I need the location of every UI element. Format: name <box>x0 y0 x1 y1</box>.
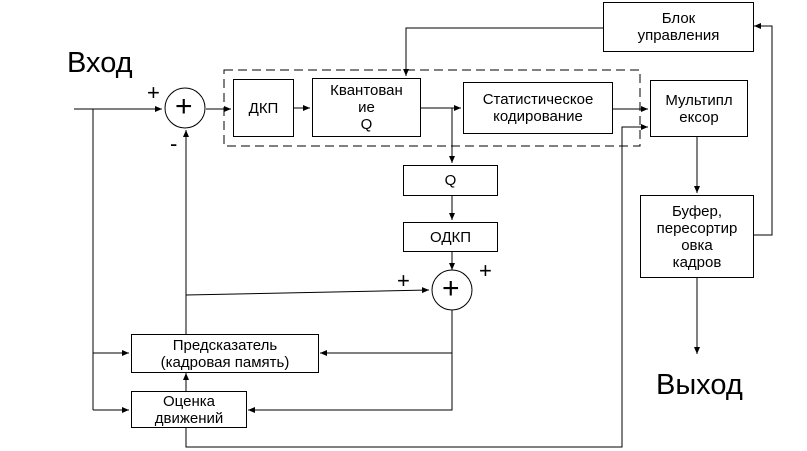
motion-estimation-label: Оценка движений <box>154 392 224 427</box>
input-sum-plus-sign: + <box>147 80 160 105</box>
reconstruction-sum-left-plus-sign: + <box>397 268 410 293</box>
output-label: Выход <box>656 369 743 401</box>
idct-block: ОДКП <box>403 222 498 252</box>
predictor-block: Предсказатель (кадровая память) <box>131 334 319 373</box>
buffer-block: Буфер, пересортир овка кадров <box>640 195 754 278</box>
quantization-label: Квантован ие Q <box>330 82 403 133</box>
quantization-block: Квантован ие Q <box>312 78 421 137</box>
reconstruction-summing-node <box>431 269 473 311</box>
inverse-quantization-label: Q <box>444 172 457 189</box>
idct-label: ОДКП <box>429 228 471 246</box>
input-label: Вход <box>67 47 133 79</box>
multiplexer-label: Мультипл ексор <box>665 91 733 126</box>
buffer-label: Буфер, пересортир овка кадров <box>656 202 738 271</box>
entropy-coding-block: Статистическое кодирование <box>463 82 613 134</box>
entropy-coding-label: Статистическое кодирование <box>482 91 594 125</box>
dct-block: ДКП <box>233 79 294 137</box>
input-summing-node <box>164 87 206 129</box>
dct-label: ДКП <box>248 99 279 117</box>
input-sum-plus-glyph: + <box>175 90 193 123</box>
reconstruction-sum-plus-glyph: + <box>442 272 460 305</box>
inverse-quantization-block: Q <box>403 165 498 196</box>
reconstruction-sum-right-plus-sign: + <box>479 258 492 283</box>
control-unit-block: Блок управления <box>603 2 754 52</box>
motion-estimation-block: Оценка движений <box>131 391 247 428</box>
control-unit-label: Блок управления <box>637 10 720 44</box>
predictor-label: Предсказатель (кадровая память) <box>160 336 290 371</box>
multiplexer-block: Мультипл ексор <box>650 80 748 137</box>
input-sum-minus-sign: - <box>170 131 178 156</box>
